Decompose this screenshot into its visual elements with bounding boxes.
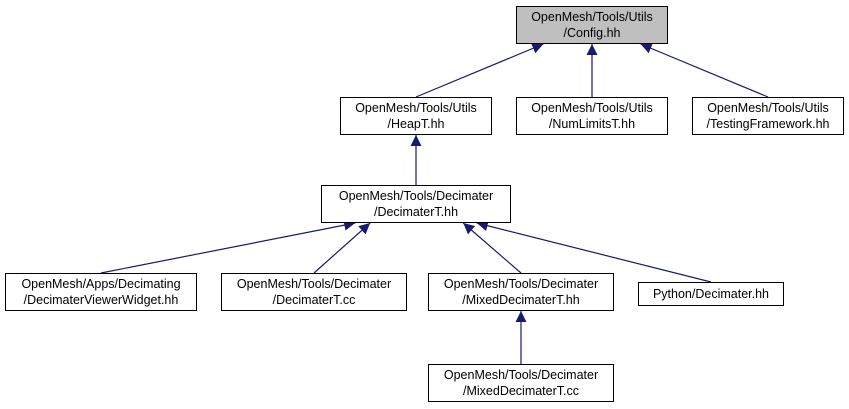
edge-heapt-to-config [415,43,544,98]
node-numlimitst-hh-line1: OpenMesh/Tools/Utils [531,101,653,115]
edge-testingframework-to-config [640,43,769,98]
node-heapt-hh[interactable]: OpenMesh/Tools/Utils /HeapT.hh [340,97,492,135]
node-decimatert-hh-line2: /DecimaterT.hh [373,205,459,219]
edge-decimatert_cc-to-decimatert_hh [313,222,371,274]
edge-mixeddecimatert_hh-to-decimatert_hh [462,222,522,274]
node-mixeddecimatert-cc-line1: OpenMesh/Tools/Decimater [443,368,599,382]
node-decimatert-cc-line1: OpenMesh/Tools/Decimater [236,277,392,291]
node-heapt-hh-line1: OpenMesh/Tools/Utils [355,101,477,115]
node-config-hh-line2: /Config.hh [563,26,621,40]
node-python-decimater-hh[interactable]: Python/Decimater.hh [638,282,784,306]
node-mixeddecimatert-hh-line1: OpenMesh/Tools/Decimater [443,277,599,291]
node-config-hh: OpenMesh/Tools/Utils /Config.hh [516,6,668,44]
node-decimatert-cc[interactable]: OpenMesh/Tools/Decimater /DecimaterT.cc [221,273,407,311]
node-mixeddecimatert-cc-line2: /MixedDecimaterT.cc [463,384,579,398]
edge-python_decimater-to-decimatert_hh [476,220,712,283]
node-decimaterviewerwidget-hh[interactable]: OpenMesh/Apps/Decimating /DecimaterViewe… [5,273,197,311]
node-mixeddecimatert-hh[interactable]: OpenMesh/Tools/Decimater /MixedDecimater… [428,273,614,311]
node-mixeddecimatert-hh-line2: /MixedDecimaterT.hh [462,293,580,307]
node-numlimitst-hh-line2: /NumLimitsT.hh [548,117,636,131]
node-testingframework-hh-line2: /TestingFramework.hh [706,117,830,131]
node-mixeddecimatert-cc[interactable]: OpenMesh/Tools/Decimater /MixedDecimater… [428,364,614,402]
node-config-hh-line1: OpenMesh/Tools/Utils [531,10,653,24]
node-testingframework-hh-line1: OpenMesh/Tools/Utils [707,101,829,115]
edge-decimaterviewerwidget-to-decimatert_hh [100,219,356,274]
node-decimaterviewerwidget-hh-line2: /DecimaterViewerWidget.hh [23,293,179,307]
node-testingframework-hh[interactable]: OpenMesh/Tools/Utils /TestingFramework.h… [692,97,844,135]
node-decimatert-hh-line1: OpenMesh/Tools/Decimater [338,189,494,203]
node-decimatert-hh[interactable]: OpenMesh/Tools/Decimater /DecimaterT.hh [321,185,511,223]
node-decimatert-cc-line2: /DecimaterT.cc [272,293,356,307]
node-decimaterviewerwidget-hh-line1: OpenMesh/Apps/Decimating [21,277,181,291]
node-numlimitst-hh[interactable]: OpenMesh/Tools/Utils /NumLimitsT.hh [516,97,668,135]
node-python-decimater-hh-line1: Python/Decimater.hh [652,287,770,301]
node-heapt-hh-line2: /HeapT.hh [387,117,445,131]
